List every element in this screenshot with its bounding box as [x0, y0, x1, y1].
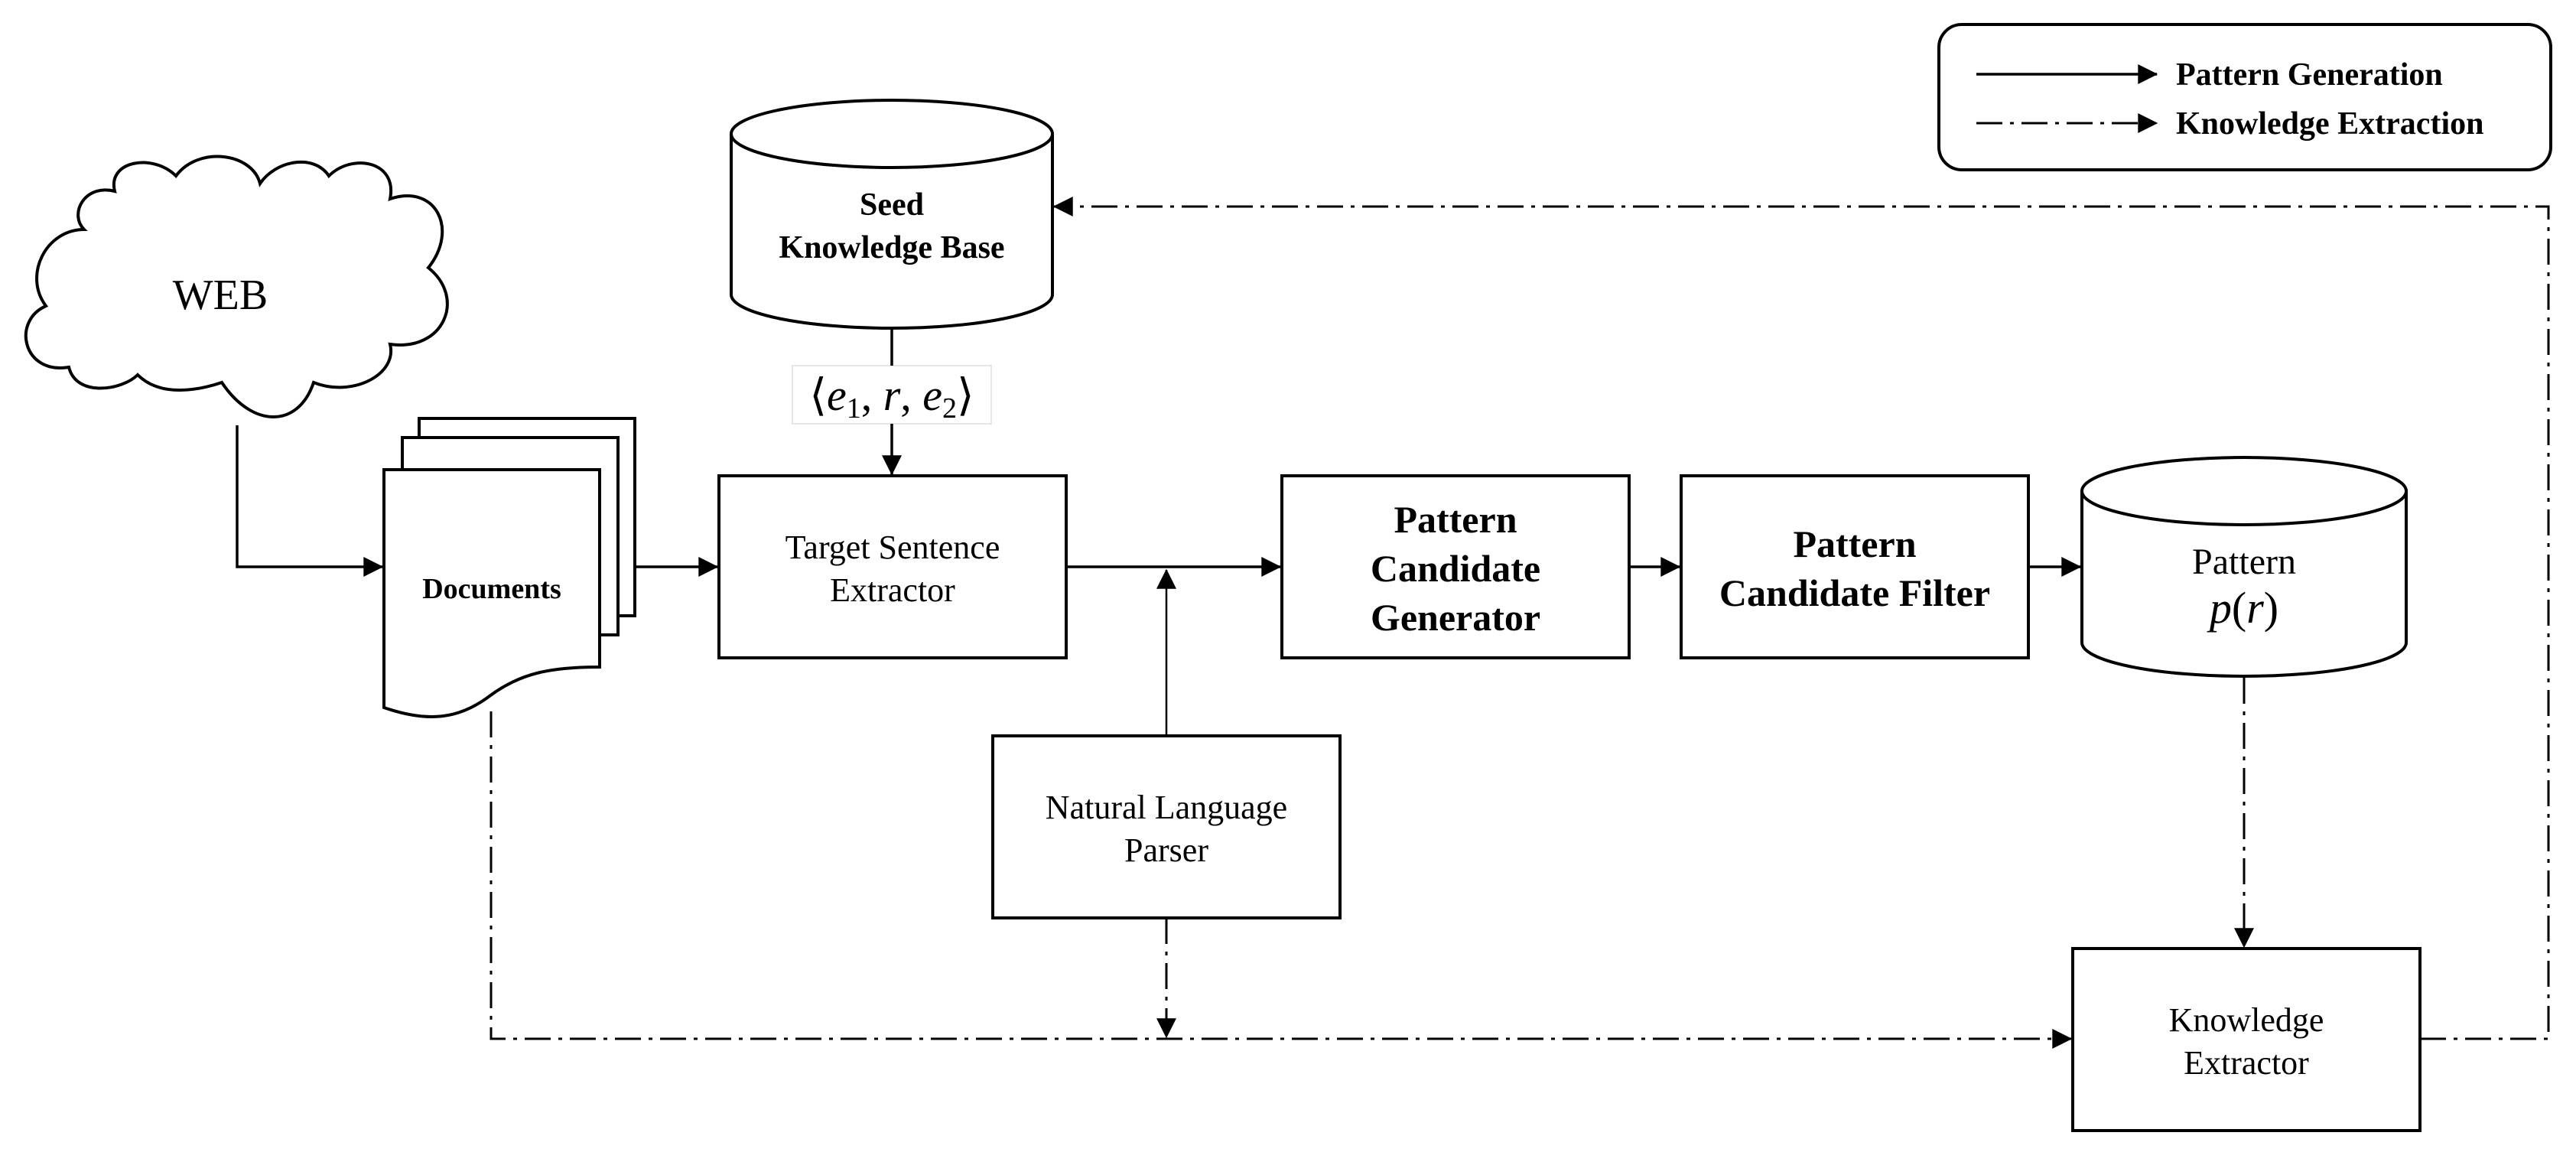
- legend-dashdot-label: Knowledge Extraction: [2176, 106, 2483, 142]
- seed-knowledge-base: Seed Knowledge Base: [730, 99, 1054, 330]
- pattern-candidate-generator: Pattern Candidate Generator: [1280, 474, 1631, 659]
- web-cloud: WEB: [24, 155, 449, 418]
- dashdot-connectors: [490, 197, 2550, 1049]
- tuple-r: r: [883, 370, 901, 420]
- seed-kb-label-1: Seed: [860, 187, 924, 223]
- tuple-e2-sub: 2: [942, 392, 957, 425]
- legend-solid-label: Pattern Generation: [2176, 57, 2443, 93]
- pattern-candidate-generator-label-3: Generator: [1371, 596, 1540, 639]
- tuple-e2: e: [922, 370, 942, 420]
- pattern-db-paren-open: (: [2232, 583, 2246, 633]
- web-label: WEB: [173, 272, 268, 319]
- pattern-db-label: Pattern: [2192, 542, 2296, 582]
- tuple-comma-1: ,: [861, 370, 883, 420]
- pattern-candidate-generator-label-1: Pattern: [1394, 498, 1517, 541]
- seed-kb-label-2: Knowledge Base: [779, 230, 1004, 265]
- tuple-comma-2: ,: [900, 370, 922, 420]
- documents-stack: Documents: [382, 417, 636, 718]
- document-page-front: [382, 468, 601, 718]
- pattern-candidate-filter-label-1: Pattern: [1793, 522, 1916, 565]
- svg-text:⟨e1, r, e2⟩: ⟨e1, r, e2⟩: [809, 370, 974, 425]
- svg-text:p(r): p(r): [2207, 583, 2278, 633]
- knowledge-extractor-label-1: Knowledge: [2169, 1001, 2324, 1039]
- legend-box: [1937, 23, 2552, 171]
- pattern-db-p: p: [2207, 583, 2232, 633]
- target-sentence-extractor-label-1: Target Sentence: [785, 529, 1000, 566]
- pattern-candidate-filter-label-2: Candidate Filter: [1719, 571, 1990, 614]
- tuple-open: ⟨: [809, 370, 827, 420]
- target-sentence-extractor-label-2: Extractor: [830, 571, 955, 609]
- edge-documents-to-knowledge-extractor: [490, 711, 2073, 1049]
- knowledge-extractor-label-2: Extractor: [2184, 1044, 2309, 1082]
- edge-knowledge-extractor-to-seedkb: [1052, 197, 2550, 1040]
- entity-tuple-label: ⟨e1, r, e2⟩: [792, 365, 992, 425]
- target-sentence-extractor: Target Sentence Extractor: [717, 474, 1068, 659]
- knowledge-extractor: Knowledge Extractor: [2071, 947, 2422, 1132]
- solid-connectors: [236, 329, 2082, 734]
- documents-label: Documents: [422, 573, 561, 605]
- natural-language-parser-label-1: Natural Language: [1046, 789, 1287, 826]
- tuple-e1: e: [827, 370, 847, 420]
- natural-language-parser-label-2: Parser: [1124, 831, 1208, 869]
- pattern-candidate-filter: Pattern Candidate Filter: [1680, 474, 2030, 659]
- pattern-db: Pattern p(r): [2080, 456, 2408, 678]
- legend: Pattern Generation Knowledge Extraction: [1937, 23, 2552, 171]
- pattern-db-r: r: [2246, 583, 2264, 633]
- tuple-e1-sub: 1: [847, 392, 861, 425]
- pattern-db-paren-close: ): [2264, 583, 2278, 633]
- tuple-close: ⟩: [957, 370, 974, 420]
- natural-language-parser: Natural Language Parser: [991, 734, 1342, 919]
- pattern-candidate-generator-label-2: Candidate: [1371, 547, 1540, 590]
- edge-web-to-documents: [236, 425, 384, 577]
